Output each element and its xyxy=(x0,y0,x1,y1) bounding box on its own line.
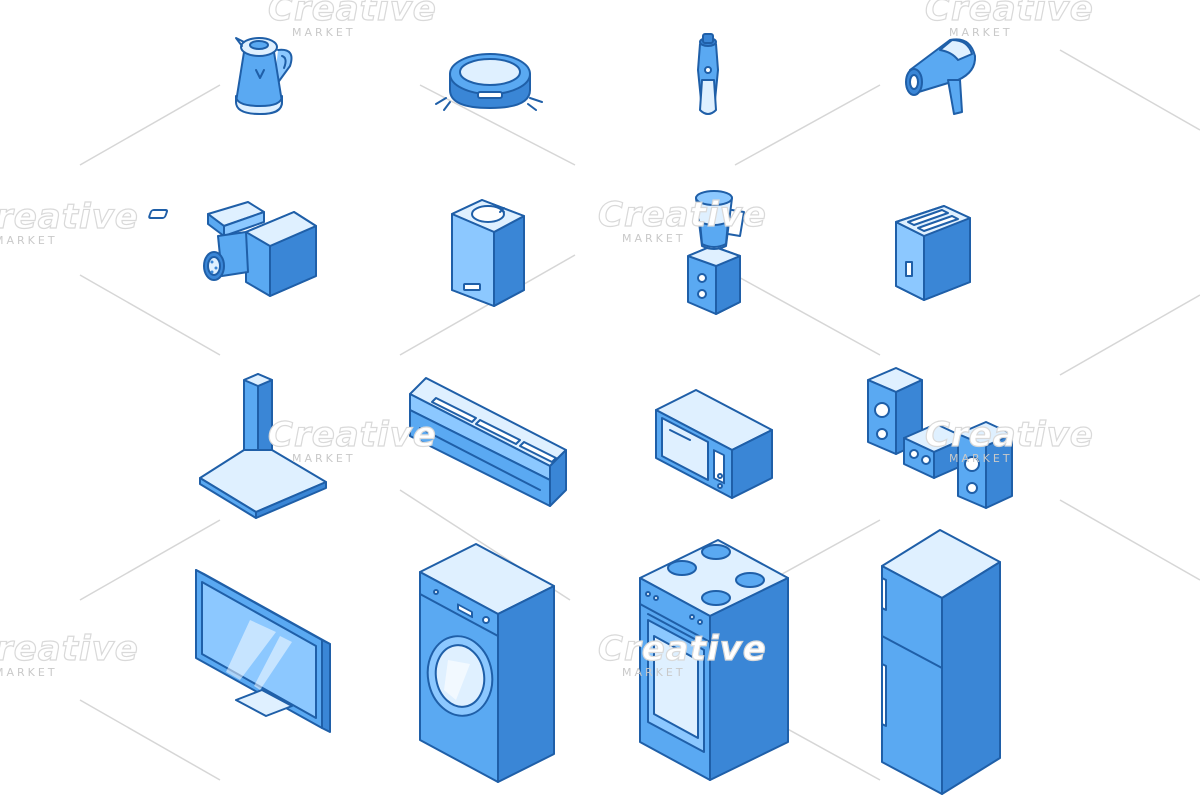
robot-vacuum-icon xyxy=(435,53,543,111)
svg-text:Creative: Creative xyxy=(598,629,767,669)
svg-text:Creative: Creative xyxy=(0,197,139,237)
washing-machine-icon xyxy=(419,543,555,783)
svg-text:MARKET: MARKET xyxy=(292,452,356,465)
meat-grinder-icon xyxy=(148,201,317,297)
svg-text:Creative: Creative xyxy=(0,629,139,669)
svg-text:MARKET: MARKET xyxy=(622,232,686,245)
watermark: Creative MARKET xyxy=(0,196,139,247)
water-heater-icon xyxy=(451,199,525,307)
svg-text:MARKET: MARKET xyxy=(622,666,686,679)
watermark: Creative MARKET xyxy=(924,0,1094,39)
stereo-system-icon xyxy=(867,367,1013,509)
svg-text:Creative: Creative xyxy=(268,0,437,29)
watermark: Creative MARKET xyxy=(597,194,767,245)
pepper-grinder-icon xyxy=(697,33,719,115)
svg-text:Creative: Creative xyxy=(268,415,437,455)
svg-text:MARKET: MARKET xyxy=(292,26,356,39)
watermark-group: Creative MARKET Creative MARKET Creative… xyxy=(0,0,1094,679)
range-hood-icon xyxy=(199,373,327,519)
watermark: Creative MARKET xyxy=(267,0,437,39)
watermark: Creative MARKET xyxy=(924,414,1094,465)
svg-text:MARKET: MARKET xyxy=(0,234,58,247)
watermark: Creative MARKET xyxy=(0,628,139,679)
stove-oven-icon xyxy=(639,539,789,781)
watermark: Creative MARKET xyxy=(597,628,767,679)
svg-text:MARKET: MARKET xyxy=(949,452,1013,465)
microwave-icon xyxy=(655,389,773,499)
toaster-icon xyxy=(895,205,971,301)
electric-kettle-icon xyxy=(235,37,293,115)
refrigerator-icon xyxy=(881,529,1001,795)
watermark: Creative MARKET xyxy=(267,414,437,465)
tv-icon xyxy=(195,569,331,733)
svg-text:MARKET: MARKET xyxy=(0,666,58,679)
svg-text:MARKET: MARKET xyxy=(949,26,1013,39)
svg-text:Creative: Creative xyxy=(925,415,1094,455)
svg-text:Creative: Creative xyxy=(925,0,1094,29)
air-conditioner-icon xyxy=(409,377,567,507)
blender-icon xyxy=(687,190,745,315)
hair-dryer-icon xyxy=(905,38,977,115)
svg-text:Creative: Creative xyxy=(598,195,767,235)
